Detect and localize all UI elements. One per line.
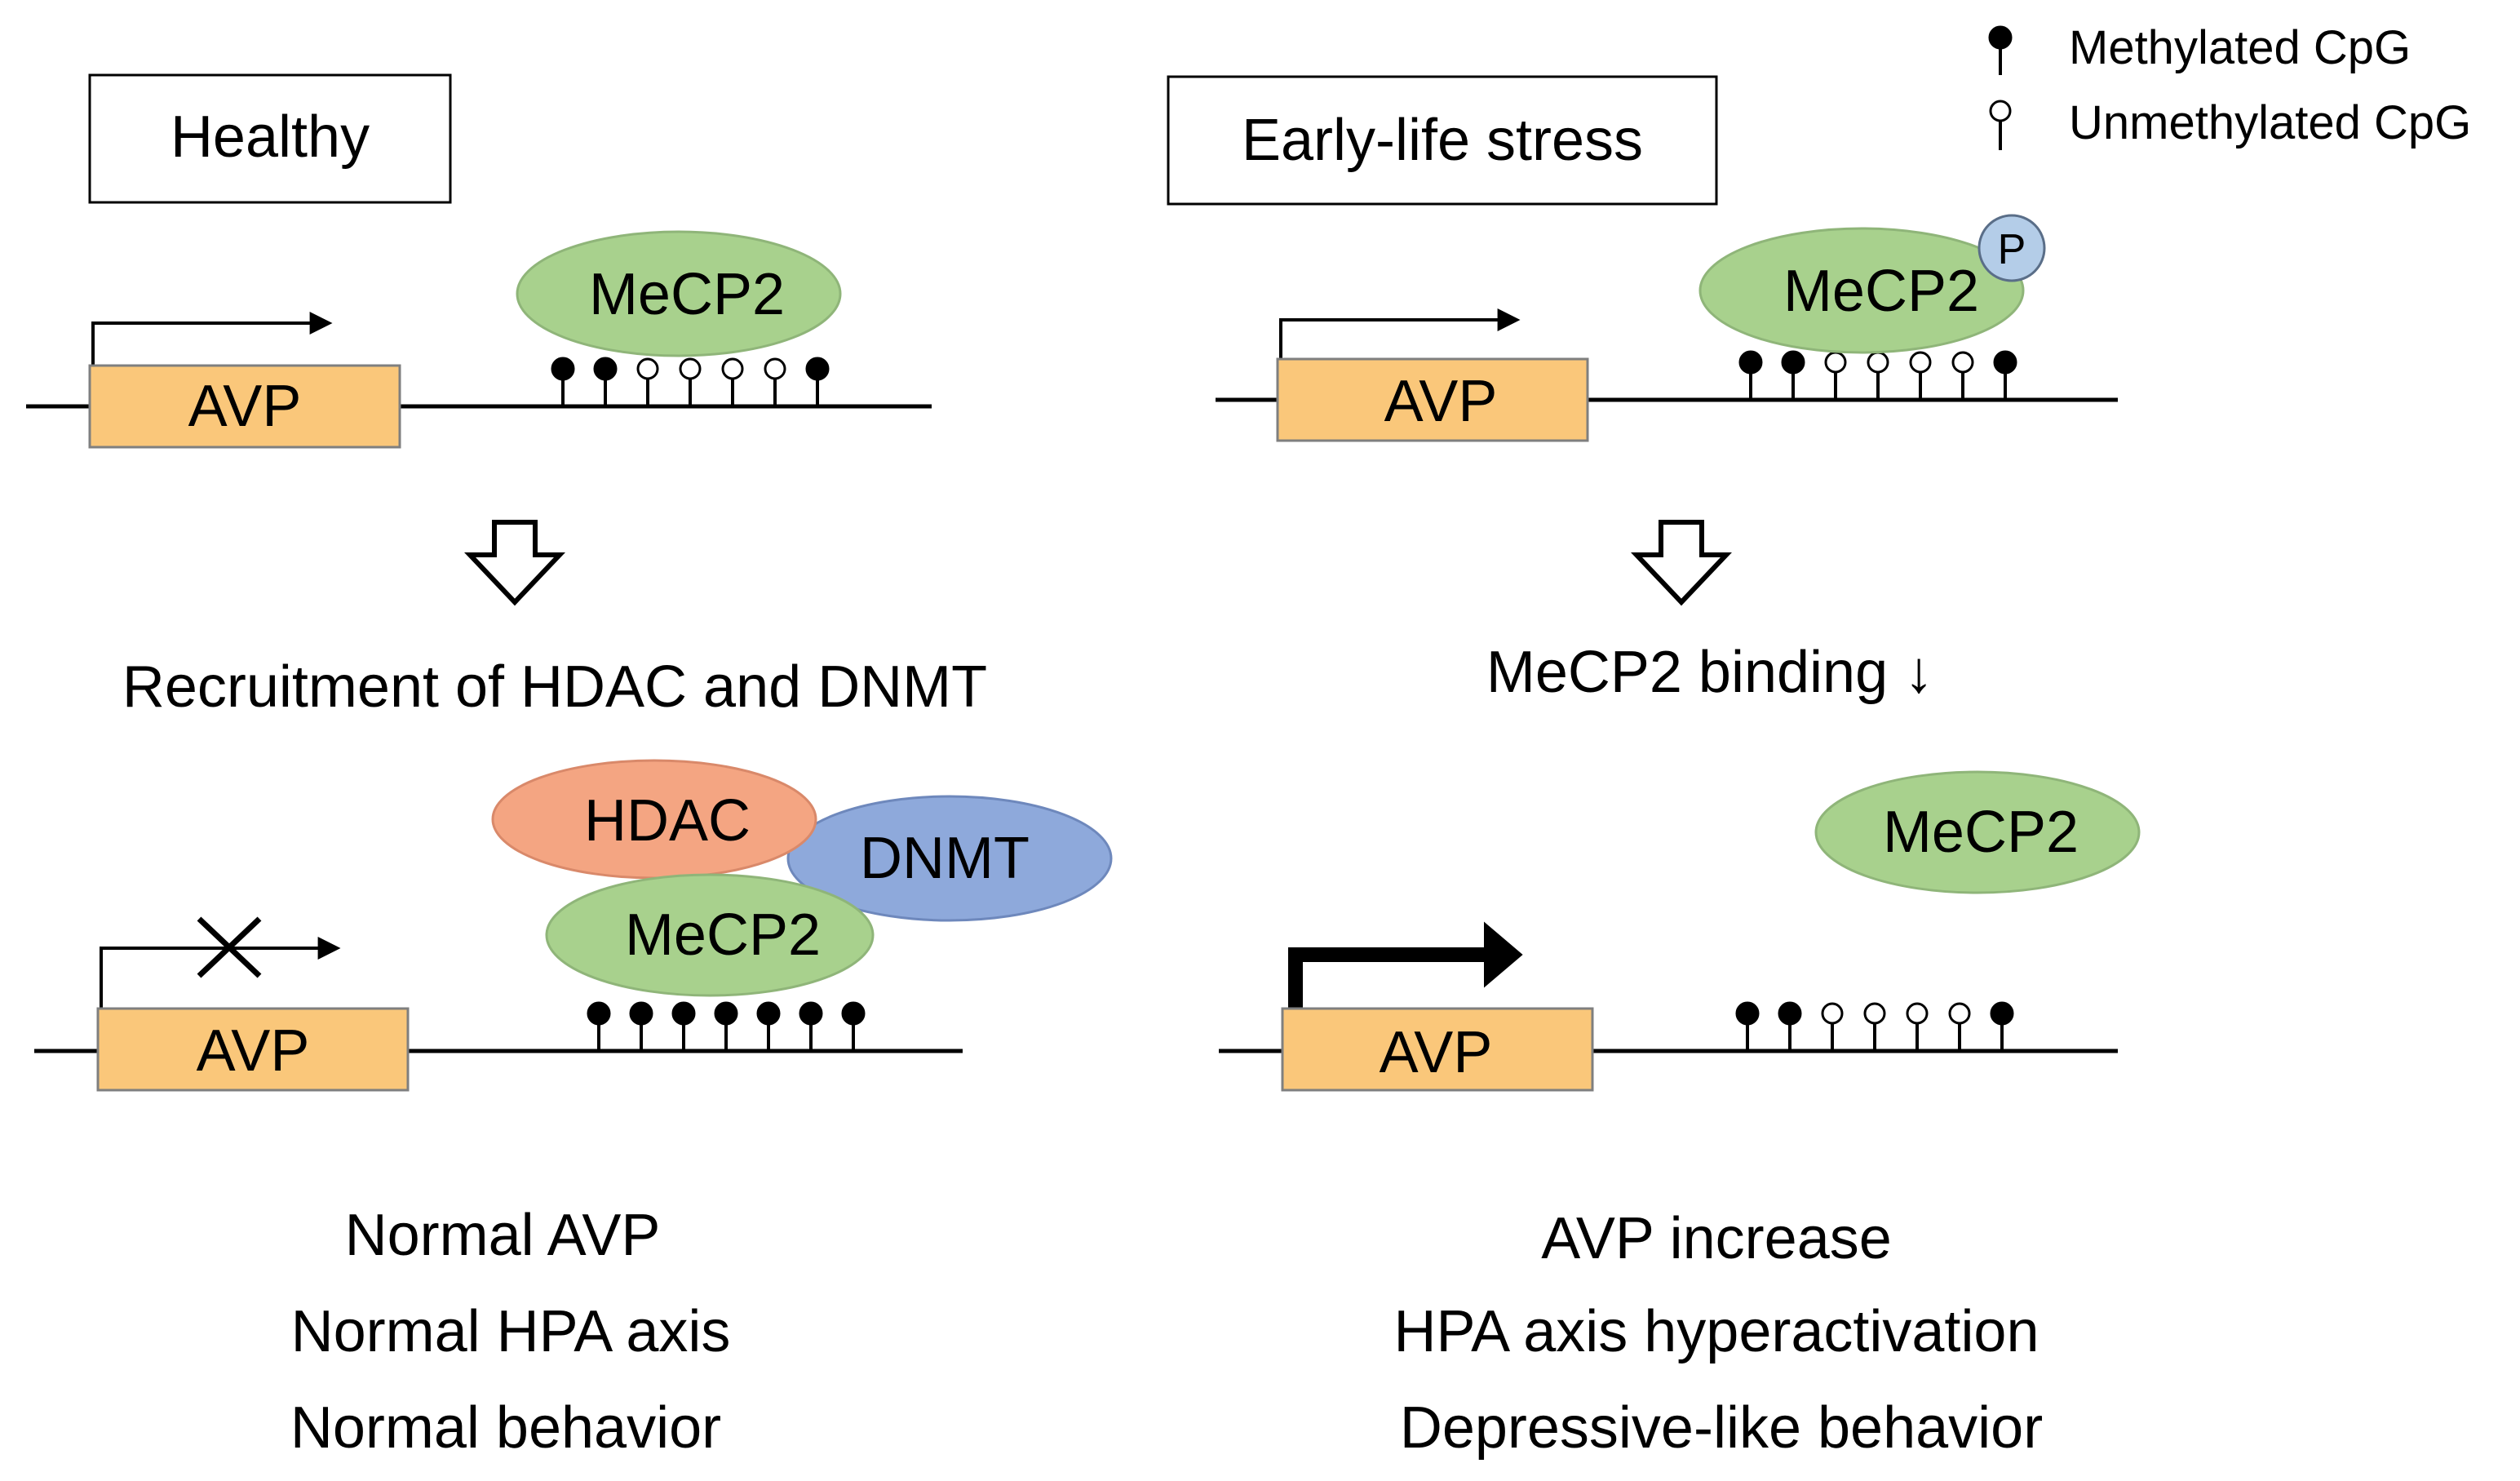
stress-bottom-avp-label: AVP <box>1380 1020 1493 1085</box>
healthy-step-text: Recruitment of HDAC and DNMT <box>122 654 987 720</box>
healthy-condition-box: Healthy <box>88 73 452 204</box>
unmethylated-cpg-icon <box>1989 100 2012 150</box>
stress-bottom-cpg-site-methylated <box>1778 1001 1802 1051</box>
healthy-bottom-mecp2-label: MeCP2 <box>625 902 821 968</box>
healthy-bottom-transcription-arrow-icon <box>100 937 341 1009</box>
stress-bottom-cpg-sites <box>1735 1001 2014 1051</box>
healthy-bottom-avp-label: AVP <box>197 1018 310 1084</box>
stress-outcomes: AVP increase HPA axis hyperactivation De… <box>1393 1206 2043 1461</box>
stress-top-avp-gene: AVP <box>1276 357 1589 442</box>
stress-down-arrow-icon <box>1631 520 1732 606</box>
legend-unmethylated-label: Unmethylated CpG <box>2069 96 2471 149</box>
stress-top-cpg-site-unmethylated <box>1909 351 1932 400</box>
healthy-top-avp-gene: AVP <box>88 364 401 449</box>
healthy-bottom-cpg-site-methylated <box>841 1001 866 1051</box>
stress-outcome-behavior: Depressive-like behavior <box>1400 1395 2043 1461</box>
healthy-top-cpg-site-unmethylated <box>636 357 659 406</box>
healthy-top-avp-label: AVP <box>188 374 302 439</box>
healthy-top-mecp2-label: MeCP2 <box>589 262 785 327</box>
healthy-bottom-cpg-site-methylated <box>629 1001 653 1051</box>
healthy-top-cpg-site-unmethylated <box>721 357 744 406</box>
healthy-top-mecp2: MeCP2 <box>516 230 842 357</box>
stress-top-cpg-site-methylated <box>1993 350 2017 400</box>
hdac-label: HDAC <box>584 788 751 854</box>
healthy-down-arrow-icon <box>464 520 565 606</box>
healthy-top-cpg-site-methylated <box>593 357 618 406</box>
transcription-blocked-cross-icon <box>197 916 262 978</box>
stress-bottom-cpg-site-unmethylated <box>1863 1002 1886 1051</box>
stress-panel: Early-life stress AVP MeCP2 P MeCP2 bind… <box>1167 75 2141 1461</box>
hdac-protein: HDAC <box>491 759 817 880</box>
dnmt-protein: DNMT <box>786 795 1113 922</box>
stress-bottom-cpg-site-unmethylated <box>1906 1002 1929 1051</box>
healthy-outcome-hpa: Normal HPA axis <box>291 1299 731 1364</box>
healthy-top-cpg-site-methylated <box>551 357 575 406</box>
stress-free-mecp2-label: MeCP2 <box>1883 800 2079 865</box>
stress-bottom-avp-gene: AVP <box>1281 1007 1594 1092</box>
stress-top-cpg-sites <box>1738 350 2017 400</box>
stress-top-transcription-arrow-icon <box>1279 308 1521 359</box>
stress-condition-label: Early-life stress <box>1242 108 1643 173</box>
healthy-outcome-behavior: Normal behavior <box>290 1395 721 1461</box>
stress-bottom-cpg-site-unmethylated <box>1821 1002 1844 1051</box>
healthy-condition-label: Healthy <box>171 104 370 170</box>
healthy-top-cpg-site-methylated <box>805 357 830 406</box>
stress-top-cpg-site-methylated <box>1738 350 1763 400</box>
healthy-top-cpg-site-unmethylated <box>679 357 702 406</box>
healthy-outcomes: Normal AVP Normal HPA axis Normal behavi… <box>290 1203 731 1461</box>
healthy-bottom-avp-gene: AVP <box>96 1007 410 1092</box>
healthy-top-cpg-sites <box>551 357 830 406</box>
stress-outcome-hpa: HPA axis hyperactivation <box>1393 1299 2039 1364</box>
healthy-top-cpg-site-unmethylated <box>764 357 786 406</box>
stress-active-transcription-arrow-icon <box>1288 947 1493 1010</box>
healthy-bottom-cpg-site-methylated <box>756 1001 781 1051</box>
stress-top-cpg-site-unmethylated <box>1824 351 1847 400</box>
stress-top-mecp2-label: MeCP2 <box>1783 259 1979 324</box>
dnmt-label: DNMT <box>860 826 1030 891</box>
stress-step-text: MeCP2 binding ↓ <box>1486 640 1933 705</box>
healthy-bottom-cpg-site-methylated <box>799 1001 823 1051</box>
healthy-bottom-cpg-site-methylated <box>587 1001 611 1051</box>
stress-bottom-cpg-site-methylated <box>1735 1001 1760 1051</box>
stress-free-mecp2: MeCP2 <box>1814 770 2141 894</box>
healthy-bottom-cpg-sites <box>587 1001 866 1051</box>
healthy-bottom-cpg-site-methylated <box>714 1001 738 1051</box>
stress-top-avp-label: AVP <box>1384 369 1498 434</box>
stress-active-transcription-arrowhead-icon <box>1484 921 1523 988</box>
stress-outcome-avp: AVP increase <box>1541 1206 1892 1271</box>
phosphate-group: P <box>1977 214 2046 282</box>
stress-bottom-cpg-site-unmethylated <box>1948 1002 1971 1051</box>
stress-condition-box: Early-life stress <box>1167 75 1718 206</box>
methylated-cpg-icon <box>1988 25 2013 75</box>
legend: Methylated CpG Unmethylated CpG <box>1988 21 2471 150</box>
healthy-bottom-mecp2: MeCP2 <box>545 873 875 997</box>
stress-bottom-cpg-site-methylated <box>1990 1001 2014 1051</box>
healthy-panel: Healthy AVP MeCP2 Recruitment of HDAC an… <box>26 73 1113 1461</box>
phosphate-label: P <box>1998 226 2026 273</box>
stress-top-cpg-site-unmethylated <box>1867 351 1889 400</box>
stress-top-cpg-site-unmethylated <box>1951 351 1974 400</box>
legend-methylated-label: Methylated CpG <box>2069 21 2411 74</box>
healthy-outcome-avp: Normal AVP <box>345 1203 661 1268</box>
healthy-top-transcription-arrow-icon <box>91 312 333 366</box>
healthy-bottom-cpg-site-methylated <box>671 1001 696 1051</box>
stress-top-cpg-site-methylated <box>1781 350 1805 400</box>
stress-top-mecp2: MeCP2 <box>1698 227 2025 354</box>
